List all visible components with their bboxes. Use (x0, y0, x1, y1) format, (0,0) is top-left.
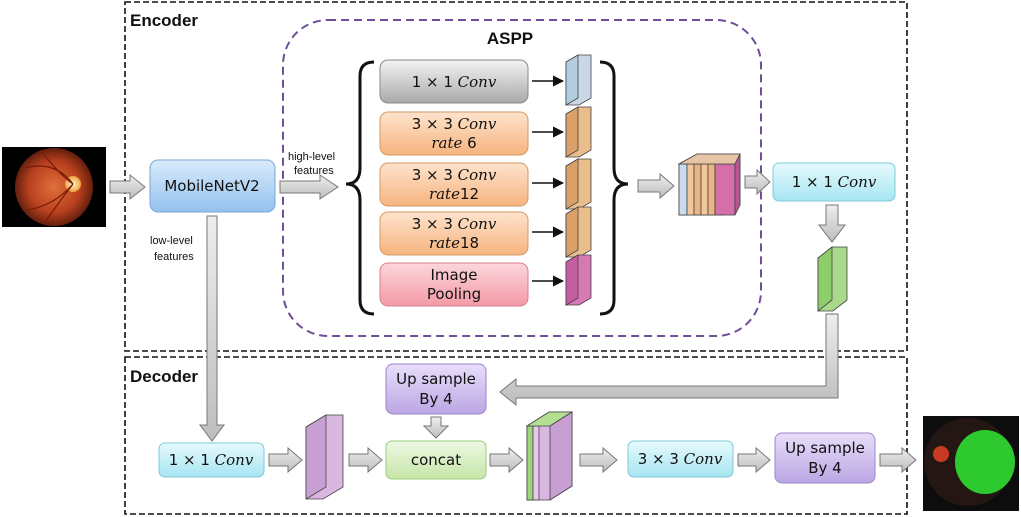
left-brace (345, 60, 375, 316)
feature-slab-orange-12 (565, 158, 592, 210)
decoder-frame (124, 356, 908, 515)
svg-text:rate 6: rate 6 (431, 134, 476, 152)
svg-text:rate12: rate12 (429, 185, 479, 203)
feature-slab-orange-18 (565, 206, 592, 258)
encoder-output-slab (817, 246, 848, 312)
arrow-stack-to-conv (744, 168, 771, 196)
branch-arrows (532, 75, 565, 287)
decoder-title: Decoder (130, 367, 198, 386)
aspp-title: ASPP (487, 29, 533, 48)
decoder-3x3-conv-label: 3 × 3 Conv (638, 450, 723, 468)
feature-slab-gray (565, 54, 592, 106)
encoder-title: Encoder (130, 11, 198, 30)
high-level-label-2: features (294, 165, 334, 177)
arrow-concat-to-slab (489, 446, 524, 474)
arrow-upsample-to-output (879, 446, 917, 474)
upsample-top-block (385, 363, 487, 415)
mobilenetv2-block (149, 159, 276, 213)
svg-text:Image: Image (431, 266, 478, 284)
arrow-input-to-backbone (109, 173, 146, 201)
aspp-branch-rate-6: 3 × 3 Conv rate 6 (379, 111, 529, 156)
encoder-1x1-conv-label: 1 × 1 Conv (792, 173, 877, 191)
high-level-label-1: high-level (288, 151, 335, 163)
mobilenetv2-label: MobileNetV2 (164, 177, 259, 195)
arrow-conv-down (817, 204, 847, 243)
upsample-top-line1: Up sample (396, 370, 476, 388)
arrow-slab-to-concat (348, 446, 383, 474)
right-brace (599, 60, 629, 316)
upsample-output-line1: Up sample (785, 439, 865, 457)
upsample-output-line2: By 4 (808, 459, 841, 477)
low-level-label-2: features (154, 251, 194, 263)
arrow-conv-to-slab (268, 446, 303, 474)
arrow-low-level (199, 215, 225, 442)
arrow-encoder-to-upsample (499, 313, 839, 407)
aspp-branch-image-pooling: Image Pooling (379, 262, 529, 307)
aspp-branch-1x1-conv: 1 × 1 Conv (379, 59, 529, 104)
encoder-1x1-conv (772, 162, 896, 202)
svg-text:3 × 3 Conv: 3 × 3 Conv (412, 215, 497, 233)
arrow-slab-to-conv3 (579, 446, 618, 474)
concat-block (385, 440, 487, 480)
decoder-1x1-conv-label: 1 × 1 Conv (169, 451, 254, 469)
upsample-output-block (774, 432, 876, 484)
decoder-low-level-slab (305, 414, 344, 500)
decoder-3x3-conv (627, 440, 734, 478)
arrow-conv3-to-upsample (737, 446, 771, 474)
aspp-branch-rate-18: 3 × 3 Conv rate18 (379, 211, 529, 256)
svg-text:3 × 3 Conv: 3 × 3 Conv (412, 115, 497, 133)
svg-text:1 × 1 Conv: 1 × 1 Conv (412, 73, 497, 91)
flow-arrows (109, 168, 917, 474)
encoder-frame (124, 1, 908, 352)
upsample-top-line2: By 4 (419, 390, 452, 408)
arrow-brace-to-stack (637, 172, 675, 200)
svg-text:3 × 3 Conv: 3 × 3 Conv (412, 166, 497, 184)
concat-label: concat (411, 451, 461, 469)
svg-text:Pooling: Pooling (427, 285, 481, 303)
aspp-region (282, 19, 762, 337)
low-level-label-1: low-level (150, 235, 193, 247)
arrow-upsample-to-concat (422, 416, 450, 439)
fundus-image-icon (2, 147, 106, 227)
feature-slab-pink (565, 254, 592, 306)
svg-text:rate18: rate18 (429, 234, 479, 252)
decoder-1x1-conv (158, 442, 265, 478)
arrow-high-level (279, 174, 339, 200)
segmentation-mask-icon (923, 416, 1019, 511)
aspp-branch-rate-12: 3 × 3 Conv rate12 (379, 162, 529, 207)
decoder-concat-slab (525, 411, 574, 501)
feature-slab-orange-6 (565, 106, 592, 158)
aspp-concat-stack (677, 153, 741, 216)
